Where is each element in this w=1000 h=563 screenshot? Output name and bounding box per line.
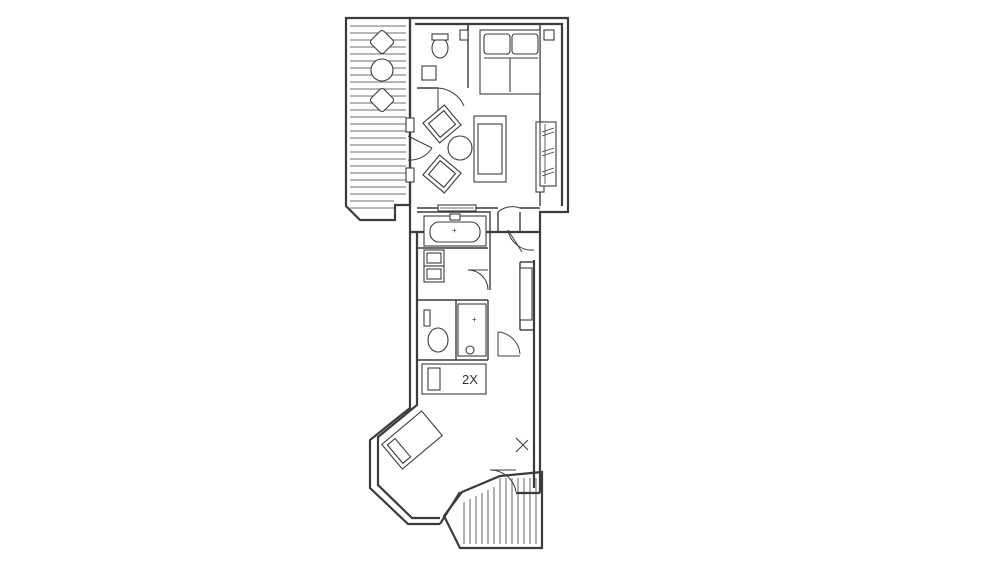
lower-room-furniture: 2X	[381, 363, 529, 470]
armchair-2	[422, 154, 462, 194]
svg-text:+: +	[472, 315, 477, 324]
round-coffee-table	[447, 135, 473, 161]
svg-text:+: +	[452, 226, 457, 235]
armchair-1	[422, 104, 462, 144]
upper-washbasin	[421, 65, 437, 81]
shower	[457, 303, 487, 357]
doors	[407, 87, 535, 493]
extra-bed-count-label: 2X	[462, 372, 478, 387]
upper-terrace-decking	[350, 25, 406, 209]
exterior-walls	[368, 16, 570, 526]
toilet	[427, 327, 449, 353]
lower-terrace	[442, 470, 544, 550]
lower-terrace-decking	[463, 478, 537, 544]
bedroom-furniture	[421, 29, 557, 194]
upper-toilet	[431, 37, 449, 59]
single-bed	[381, 410, 443, 470]
terrace-furniture	[369, 29, 395, 113]
bathroom-fixtures: + +	[423, 213, 487, 357]
